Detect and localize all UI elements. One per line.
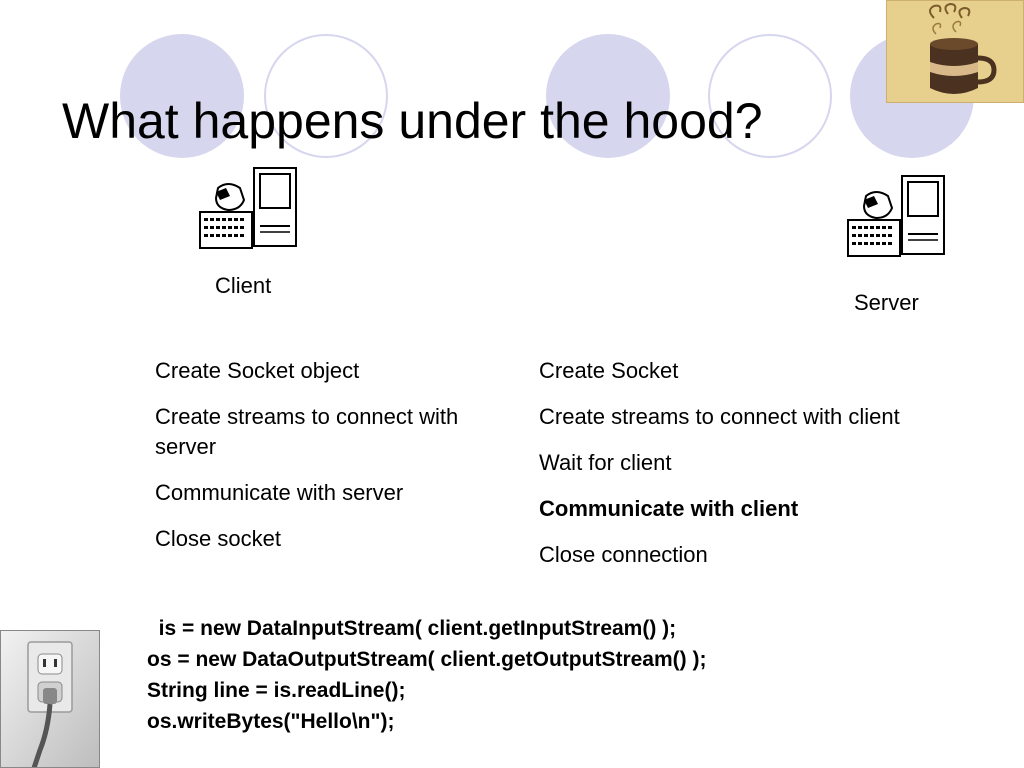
code-snippet: is = new DataInputStream( client.getInpu…	[147, 613, 706, 737]
decor-circle-3	[546, 34, 670, 158]
client-steps-list: Create Socket object Create streams to c…	[155, 356, 475, 570]
server-step: Close connection	[539, 542, 708, 567]
server-step: Create Socket	[539, 358, 679, 383]
code-line: os = new DataOutputStream( client.getOut…	[147, 648, 707, 671]
client-step: Create Socket object	[155, 358, 360, 383]
server-step-emphasized: Communicate with client	[539, 496, 799, 521]
power-outlet-photo	[0, 630, 100, 768]
code-line: is = new DataInputStream( client.getInpu…	[147, 617, 677, 640]
server-step: Wait for client	[539, 450, 672, 475]
client-step: Create streams to connect with server	[155, 404, 459, 459]
code-line: os.writeBytes("Hello\n");	[147, 710, 395, 733]
server-step: Create streams to connect with client	[539, 404, 900, 429]
server-computer-icon	[847, 175, 945, 257]
server-label: Server	[854, 290, 919, 315]
client-step: Close socket	[155, 526, 281, 551]
client-computer-icon	[199, 167, 297, 249]
decor-circle-2	[264, 34, 388, 158]
server-steps-list: Create Socket Create streams to connect …	[539, 356, 999, 586]
client-step: Communicate with server	[155, 480, 404, 505]
slide-title: What happens under the hood?	[62, 93, 763, 149]
client-label: Client	[215, 273, 272, 298]
decor-circle-4	[708, 34, 832, 158]
decor-circle-1	[120, 34, 244, 158]
code-line: String line = is.readLine();	[147, 679, 406, 702]
coffee-cup-photo	[886, 0, 1024, 103]
